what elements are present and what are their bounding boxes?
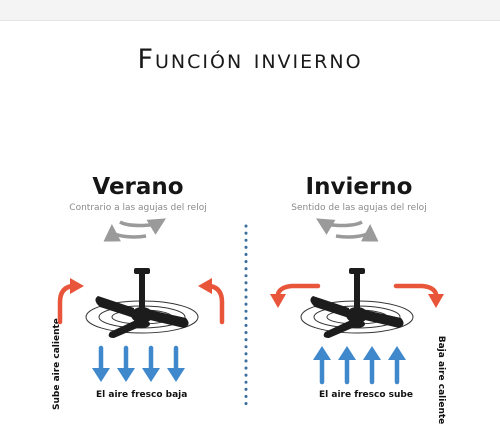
summer-left-hot-air-arrow	[57, 278, 84, 325]
winter-right-hot-air-arrow	[393, 283, 444, 308]
winter-left-hot-air-arrow	[270, 283, 321, 308]
summer-right-hot-air-arrow	[198, 278, 225, 325]
counterclockwise-rotation-icon	[103, 218, 167, 242]
winter-bottom-caption: El aire fresco sube	[319, 390, 413, 400]
winter-heading: Invierno	[305, 174, 413, 200]
page-title: Función invierno	[137, 44, 363, 75]
summer-ceiling-fan-icon	[85, 268, 199, 338]
top-bar	[0, 0, 500, 21]
winter-cool-air-up-arrows	[313, 346, 406, 385]
summer-subtitle: Contrario a las agujas del reloj	[69, 203, 207, 213]
summer-bottom-caption: El aire fresco baja	[96, 390, 188, 400]
summer-cool-air-down-arrows	[92, 345, 185, 382]
winter-subtitle: Sentido de las agujas del reloj	[291, 203, 427, 213]
winter-ceiling-fan-icon	[300, 268, 414, 338]
clockwise-rotation-icon	[315, 218, 379, 242]
summer-heading: Verano	[92, 174, 184, 200]
